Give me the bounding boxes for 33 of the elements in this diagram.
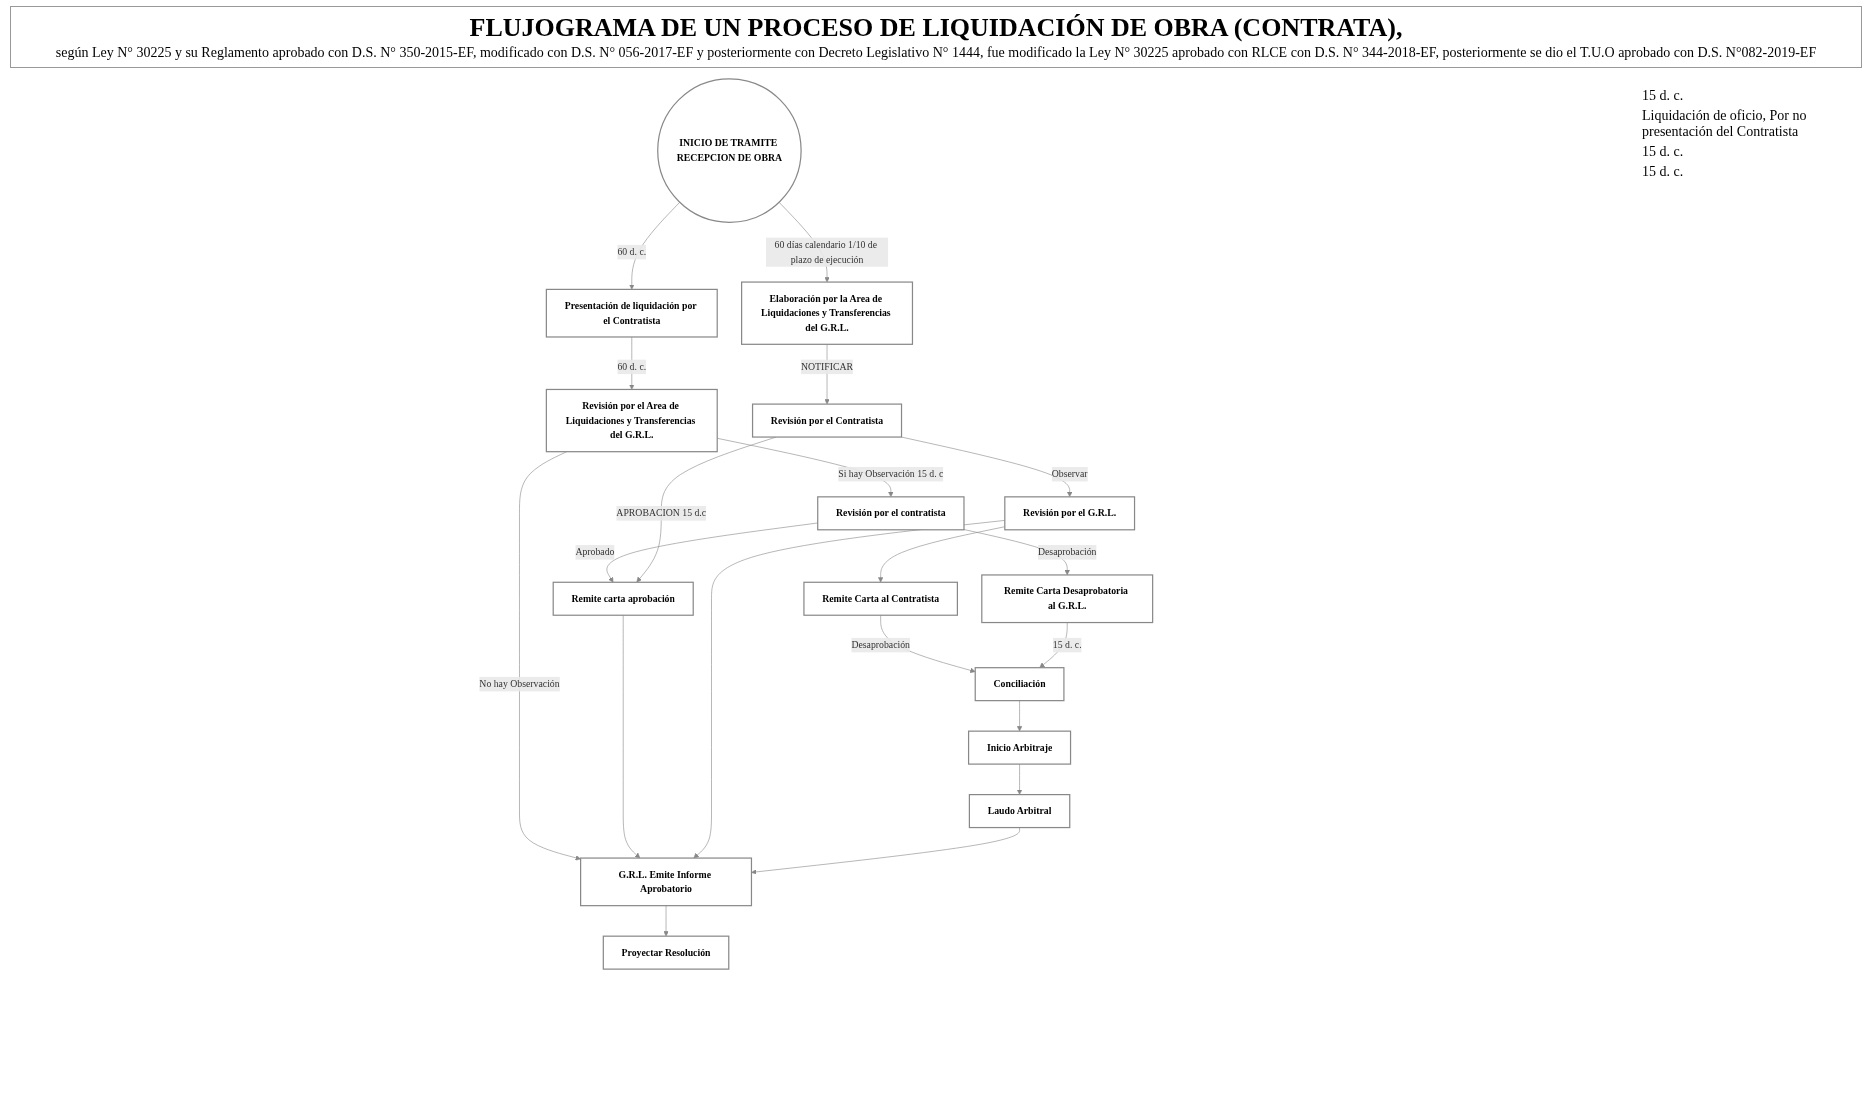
diagram-title: FLUJOGRAMA DE UN PROCESO DE LIQUIDACIÓN DE OBRA (CONTRATA), (468, 13, 1404, 43)
node-box: Revisión por el Contratista (751, 403, 903, 438)
note-label: Liquidación de oficio, Por no presentación del Contratista (1642, 108, 1808, 140)
node-circle: INICIO DE TRAMITE RECEPCION DE OBRA (657, 78, 802, 223)
note-label: 15 d. c. (1642, 88, 1685, 104)
edge-label: 60 d. c. (617, 361, 647, 372)
edge-label: Aprobado (575, 546, 615, 558)
node-box: Presentación de liquidación por el Contratista (545, 288, 718, 338)
edge-label: 60 d. c. (617, 246, 647, 258)
edge-label: No hay Observación (479, 678, 560, 690)
node-box: Laudo Arbitral (968, 794, 1071, 829)
diagram-caption: según Ley N° 30225 y su Reglamento aprobado con D.S. N° 350-2015-EF, modificado con D.S. N° 056-2017-EF y posteriormente con Decreto Legislativo N° 1444, fue modificado la Ley N° 30225 aprobado con RLCE con D.S. N° 344-2018-EF, posteriormente se dio el T.U.O aprobado con D.S. N°082-2019-EF (54, 45, 1818, 61)
node-box: Proyectar Resolución (602, 935, 730, 970)
node-box: Inicio Arbitraje (968, 730, 1072, 765)
node-box: Revisión por el Area de Liquidaciones y Transferencias del G.R.L. (545, 388, 718, 453)
edge-label: 60 días calendario 1/10 de plazo de ejecución (774, 239, 878, 265)
edge-label: Observar (1051, 468, 1088, 480)
node-box: Elaboración por la Area de Liquidaciones y Transferencias del G.R.L. (741, 281, 914, 345)
node-box: G.R.L. Emite Informe Aprobatorio (580, 857, 753, 907)
edge-label: APROBACION 15 d.c (616, 507, 707, 519)
node-box: Remite Carta Desaprobatoria al G.R.L. (981, 574, 1154, 624)
node-box: Revisión por el contratista (817, 496, 965, 531)
node-box: Remite carta aprobación (552, 581, 694, 616)
note-label: 15 d. c. (1642, 144, 1685, 160)
edge-label: NOTIFICAR (801, 361, 854, 372)
edge-label: Desaprobación (851, 639, 910, 650)
node-box: Revisión por el G.R.L. (1004, 496, 1136, 531)
edge-label: Desaprobación (1037, 546, 1097, 558)
note-label: 15 d. c. (1642, 164, 1685, 180)
edge-label: 15 d. c. (1052, 639, 1082, 650)
edge-label: Si hay Observación 15 d. c (838, 468, 944, 480)
node-box: Conciliación (974, 667, 1065, 702)
node-box: Remite Carta al Contratista (803, 581, 958, 616)
